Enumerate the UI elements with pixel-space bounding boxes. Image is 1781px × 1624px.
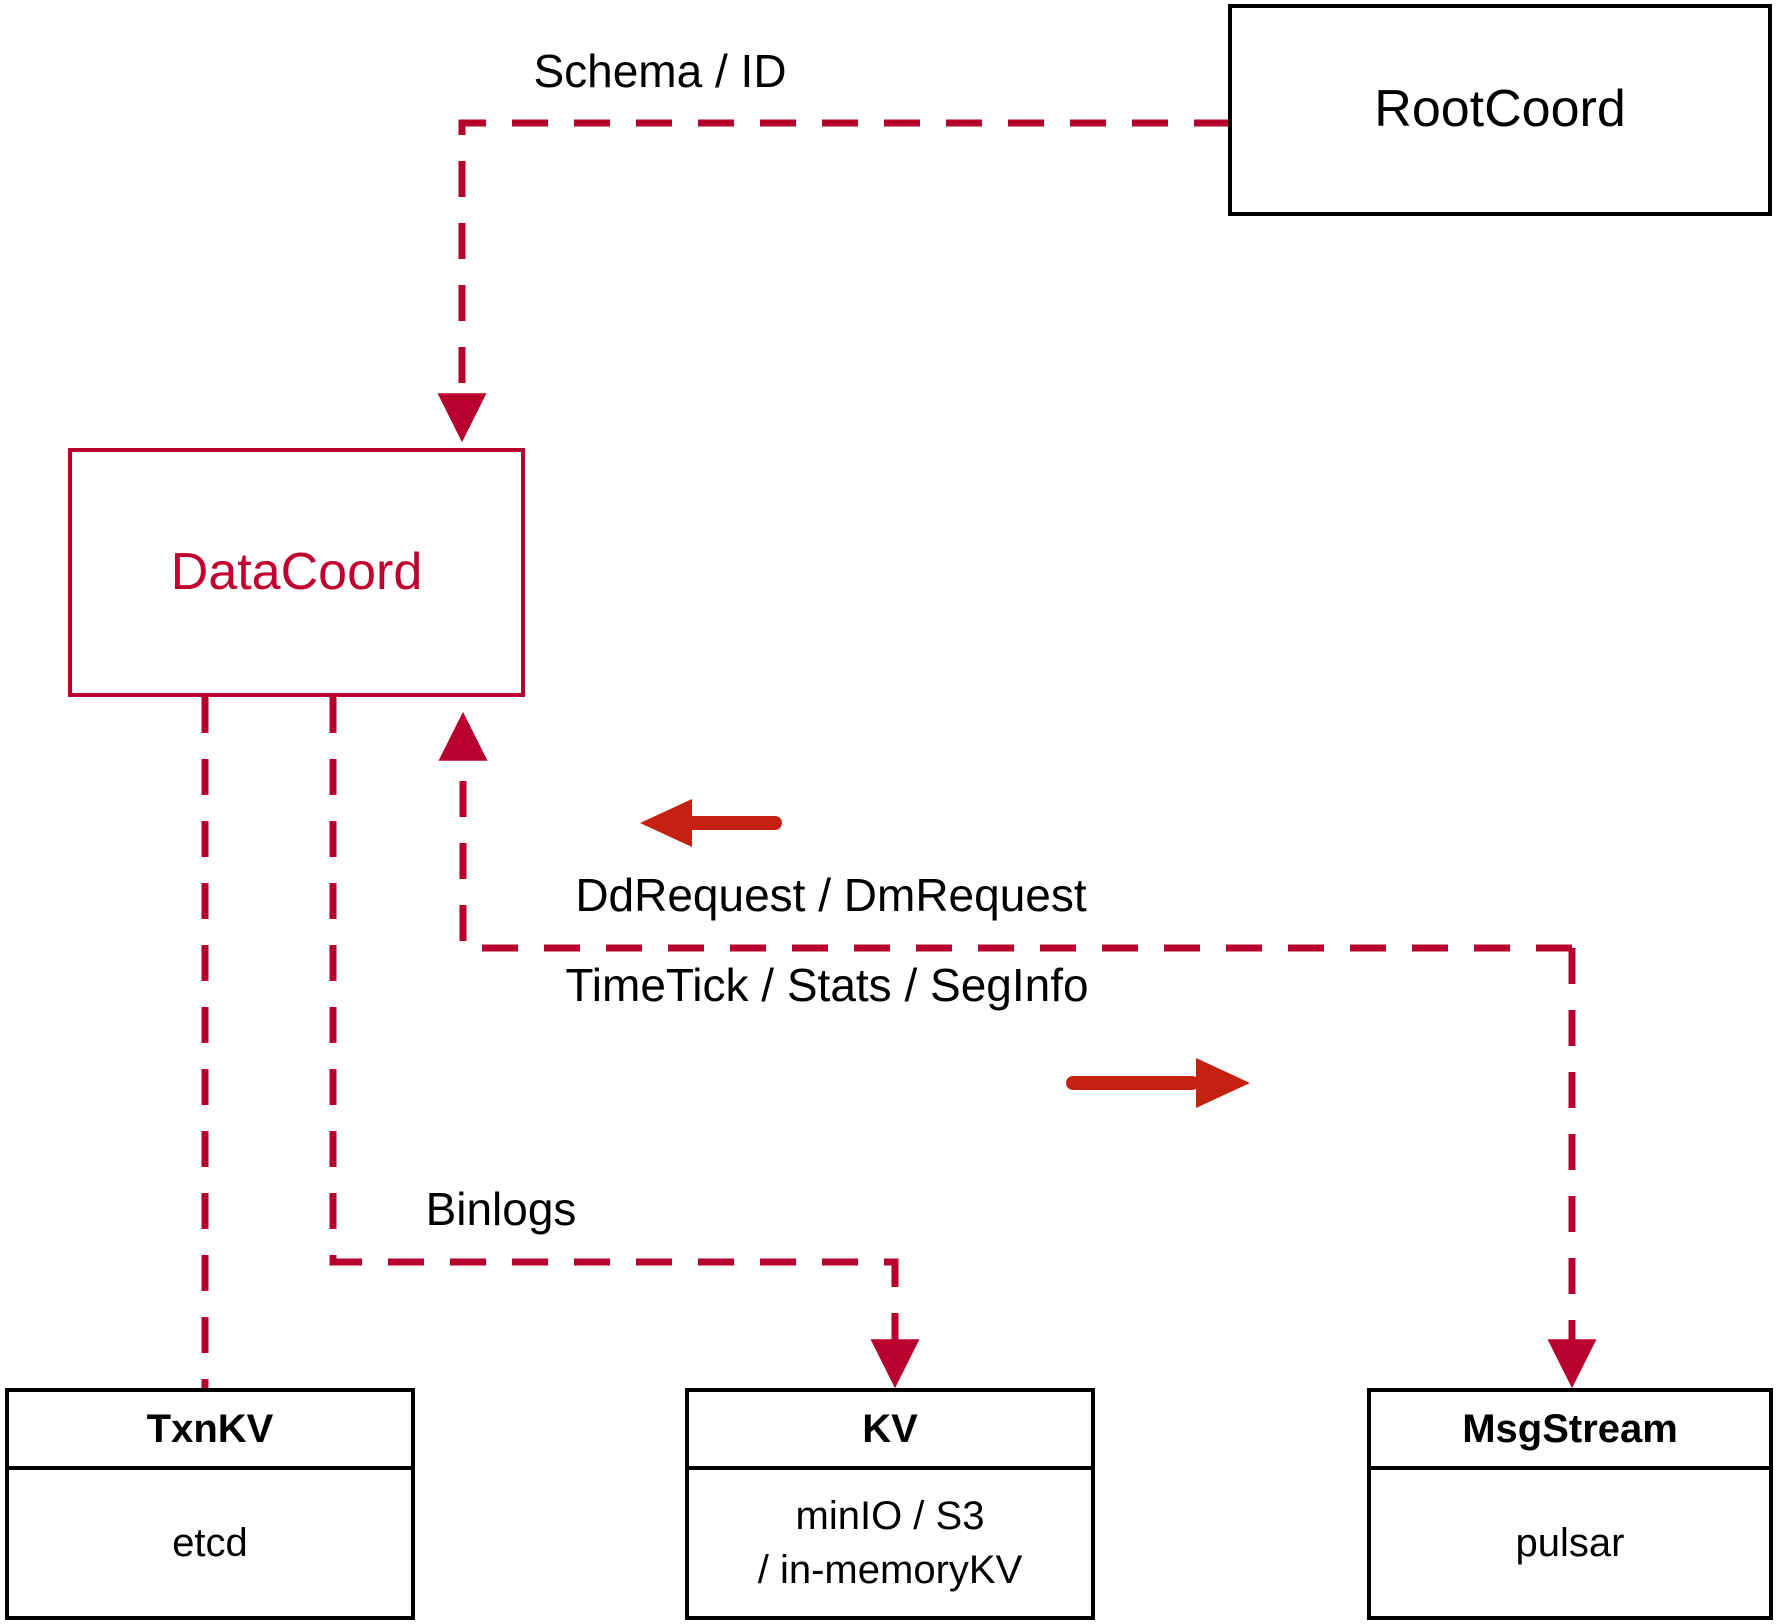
store-txnkv[interactable]: TxnKV etcd [5,1388,415,1620]
edge-label-schema-id: Schema / ID [533,45,787,97]
node-rootcoord[interactable]: RootCoord [1228,4,1772,216]
store-txnkv-body: etcd [9,1470,411,1616]
edge-msgstream-to-datacoord [438,711,1572,952]
store-kv-header-label: KV [862,1406,918,1451]
store-msgstream-header: MsgStream [1371,1392,1769,1470]
edge-label-dd-dm-request: DdRequest / DmRequest [575,869,1087,921]
store-kv-header: KV [689,1392,1091,1470]
node-datacoord[interactable]: DataCoord [68,448,525,697]
store-kv-body: minIO / S3 / in-memoryKV [689,1470,1091,1616]
store-txnkv-header: TxnKV [9,1392,411,1470]
node-rootcoord-label: RootCoord [1374,80,1626,139]
edge-label-timetick-stats-seginfo: TimeTick / Stats / SegInfo [565,959,1089,1011]
edge-datacoord-to-kv [329,697,920,1389]
inbound-arrow-icon [640,799,782,847]
edge-rootcoord-to-datacoord [437,119,1230,443]
node-datacoord-label: DataCoord [170,542,423,601]
store-msgstream[interactable]: MsgStream pulsar [1367,1388,1773,1620]
store-txnkv-header-label: TxnKV [146,1406,274,1451]
store-kv-body-line-2: / in-memoryKV [757,1548,1023,1592]
store-txnkv-body-line-1: etcd [172,1521,248,1565]
outbound-arrow-icon [1066,1058,1250,1108]
store-msgstream-header-label: MsgStream [1462,1406,1678,1451]
store-kv[interactable]: KV minIO / S3 / in-memoryKV [685,1388,1095,1620]
store-msgstream-body-line-1: pulsar [1515,1521,1625,1565]
store-msgstream-body: pulsar [1371,1470,1769,1616]
edge-label-binlogs: Binlogs [425,1183,577,1235]
store-kv-body-line-1: minIO / S3 [795,1494,985,1538]
